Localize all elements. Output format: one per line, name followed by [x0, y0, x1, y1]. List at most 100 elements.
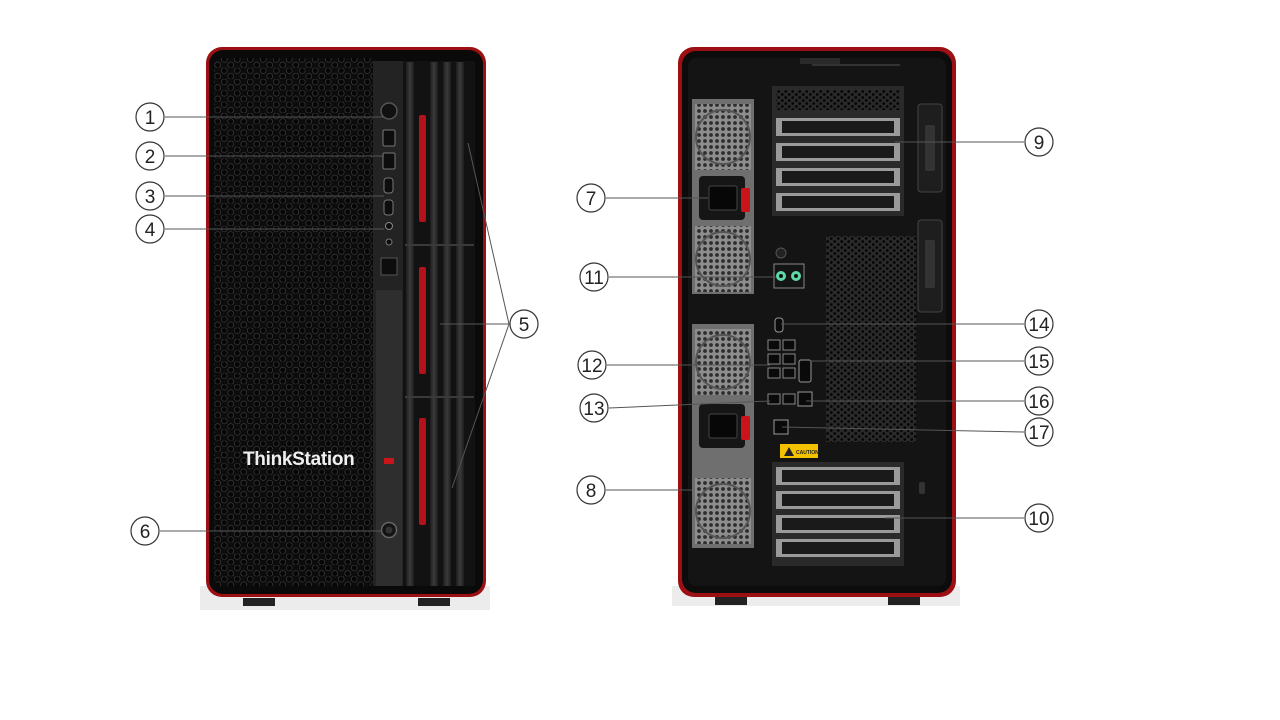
- psu-1-fan-top: [695, 104, 751, 170]
- callout-5-number: 5: [519, 315, 530, 336]
- front-foot-left: [243, 598, 275, 606]
- pcie-upper-slots: [776, 118, 900, 211]
- pcie-upper-slot-1-opening: [782, 121, 894, 133]
- callout-2-number: 2: [145, 147, 156, 168]
- callout-16-circle: [1024, 386, 1054, 416]
- rear-usb-7: [767, 393, 781, 405]
- callout-14-circle: [1024, 309, 1054, 339]
- callout-13-leader-1: [608, 400, 771, 409]
- callout-8-circle: [576, 475, 606, 505]
- caution-text: CAUTION: [796, 450, 819, 456]
- callout-3-number: 3: [145, 187, 156, 208]
- psu-1-fan-ring-top: [695, 109, 751, 165]
- callout-9-circle: [1024, 127, 1054, 157]
- front-view: ThinkStation: [200, 47, 490, 610]
- pcie-upper-vent: [776, 90, 900, 110]
- callout-10-circle: [1024, 503, 1054, 533]
- pcie-lower-slot-1-opening: [782, 470, 894, 482]
- callout-7-circle: [576, 183, 606, 213]
- pcie-lower-slot-2-opening: [782, 494, 894, 506]
- callout-4-circle: [135, 214, 165, 244]
- serial-port-icon: [798, 359, 812, 383]
- callout-7-number: 7: [586, 189, 597, 210]
- rear-vent: [826, 236, 916, 442]
- bottom-button-inner: [385, 526, 393, 534]
- rear-usb-6: [782, 367, 796, 379]
- callout-17-leader-1: [781, 426, 1025, 433]
- pcie-upper-slot-4-opening: [782, 196, 894, 208]
- rear-usb-stack: [767, 339, 796, 405]
- usb-a-port-2-icon: [382, 152, 396, 170]
- callout-12-circle: [577, 350, 607, 380]
- indicator-icon: [385, 238, 393, 246]
- pcie-lower-slot-3-opening: [782, 518, 894, 530]
- callout-1-number: 1: [145, 108, 156, 129]
- drive-latch-2: [419, 267, 426, 374]
- rear-indicator-icon: [775, 247, 787, 259]
- rear-audio-panel: [773, 263, 805, 289]
- bay-slat-1: [406, 62, 414, 586]
- callout-3-circle: [135, 181, 165, 211]
- psu-1-fan-bottom: [695, 226, 751, 292]
- callout-15-number: 15: [1028, 352, 1049, 373]
- rear-usb-4: [782, 353, 796, 365]
- drive-latch-1: [419, 115, 426, 222]
- front-strip-lower: [376, 290, 402, 586]
- callout-6-number: 6: [140, 522, 151, 543]
- pcie-lower-slots: [776, 467, 900, 557]
- rear-usb-c-icon: [774, 317, 784, 333]
- front-red-logo-icon: [384, 458, 394, 464]
- callout-13-circle: [579, 393, 609, 423]
- callout-5-circle: [509, 309, 539, 339]
- callout-2-circle: [135, 141, 165, 171]
- callout-1-circle: [135, 102, 165, 132]
- callout-16-number: 16: [1028, 392, 1049, 413]
- drive-latch-3: [419, 418, 426, 525]
- front-brand-label: ThinkStation: [243, 449, 354, 470]
- usb-a-port-1-icon: [382, 129, 396, 147]
- audio-jack-icon: [385, 222, 393, 230]
- psu-2-fan-top: [695, 329, 751, 395]
- callout-6-circle: [130, 516, 160, 546]
- front-mesh: [214, 58, 378, 586]
- psu-1-release-tab: [741, 188, 750, 212]
- callout-9-number: 9: [1034, 133, 1045, 154]
- callout-14-number: 14: [1028, 315, 1050, 336]
- rear-usb-8: [782, 393, 796, 405]
- front-foot-right: [418, 598, 450, 606]
- rear-usb-1: [767, 339, 781, 351]
- power-button-icon: [380, 102, 398, 120]
- card-reader-icon: [380, 257, 398, 276]
- callout-13-number: 13: [583, 399, 604, 420]
- pcie-upper-slot-3-opening: [782, 171, 894, 183]
- callout-17-circle: [1024, 417, 1054, 447]
- pcie-lower-slot-4-opening: [782, 542, 894, 554]
- callout-12-number: 12: [581, 356, 602, 377]
- callout-5-leader-1: [467, 142, 510, 325]
- callout-10-number: 10: [1028, 509, 1049, 530]
- side-latch-lower-grip: [925, 240, 935, 288]
- usb-c-port-1-icon: [383, 177, 394, 194]
- ethernet-port-1-icon: [797, 391, 813, 407]
- callout-15-circle: [1024, 346, 1054, 376]
- callout-8-number: 8: [586, 481, 597, 502]
- psu-2-fan-ring-top: [695, 334, 751, 390]
- audio-port-1-hole: [779, 274, 783, 278]
- callout-11-circle: [579, 262, 609, 292]
- psu-1-socket-inner: [708, 185, 738, 211]
- pcie-upper-slot-2-opening: [782, 146, 894, 158]
- rear-top-slot: [800, 58, 840, 64]
- psu-2-release-tab: [741, 416, 750, 440]
- callout-5-leader-3: [451, 323, 510, 489]
- psu-1-fan-ring-bottom: [695, 231, 751, 287]
- rear-usb-5: [767, 367, 781, 379]
- rear-foot-left: [715, 596, 747, 605]
- audio-port-2-hole: [794, 274, 798, 278]
- psu-2-fan-bottom: [695, 478, 751, 544]
- callout-4-number: 4: [145, 220, 156, 241]
- rear-usb-2: [782, 339, 796, 351]
- usb-c-port-2-icon: [383, 199, 394, 216]
- bay-slat-2: [430, 62, 438, 586]
